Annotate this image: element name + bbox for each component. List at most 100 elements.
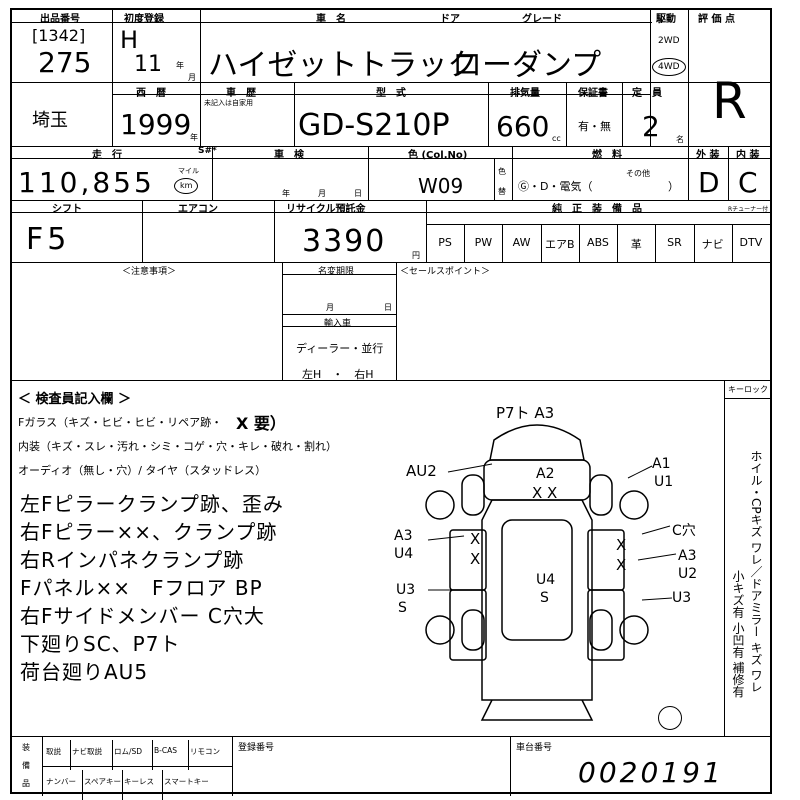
vertical-notes-1: ホイル・CPキズ ワレ／ドアミラー キズ ワレ xyxy=(749,450,763,694)
shift: F5 xyxy=(26,222,71,257)
warranty-label: 保証書 xyxy=(578,88,608,99)
footer-side-3: 品 xyxy=(22,779,30,788)
door-label: ドア xyxy=(440,14,460,25)
chassis-label: 車台番号 xyxy=(516,743,553,753)
audio-tire-line: オーディオ（無し・穴）/ タイヤ（スタッドレス） xyxy=(18,464,267,477)
inspection-label: 車 検 xyxy=(274,150,304,161)
footer-item: キーレス xyxy=(124,777,154,786)
inspection-year: 年 xyxy=(282,189,290,198)
leader-lines xyxy=(427,463,677,601)
glass-mark: X 要） xyxy=(236,414,286,433)
footer-item: ロム/SD xyxy=(114,747,143,756)
score-label: 評 価 点 xyxy=(698,14,735,25)
equipment-item: DTV xyxy=(739,236,763,249)
fuel-close: ） xyxy=(668,180,679,193)
remark-line: 右Fピラー××、クランプ跡 xyxy=(20,520,278,544)
drive-4wd: 4WD xyxy=(658,62,680,72)
remark-line: 右Fサイドメンバー C穴大 xyxy=(20,604,265,628)
mark-top-front: P7ト A3 xyxy=(496,404,555,422)
equipment-item: ABS xyxy=(587,236,609,249)
import-type: ディーラー・並行 xyxy=(296,342,384,355)
mark-left-x2: X xyxy=(470,550,481,568)
inspector-title: ＜ 検査員記入欄 ＞ xyxy=(18,392,132,407)
western-year-unit: 年 xyxy=(190,133,198,142)
name-change-day: 日 xyxy=(384,303,392,312)
equipment-item: AW xyxy=(512,236,531,249)
drive-label: 駆動 xyxy=(656,14,676,25)
mark-left-x1: X xyxy=(470,530,481,548)
diagram-corner-circle xyxy=(658,706,682,730)
history-label: 車 歴 xyxy=(226,88,256,99)
mark-roof-x: X X xyxy=(532,484,558,502)
mark-center-u: U4 xyxy=(536,572,556,588)
remark-line: 右Rインパネクランプ跡 xyxy=(20,548,245,572)
equipment-item: ナビ xyxy=(701,238,724,251)
interior-line: 内装（キズ・スレ・汚れ・シミ・コゲ・穴・キレ・破れ・割れ） xyxy=(18,440,337,453)
footer-item: 取説 xyxy=(46,747,61,756)
warranty-options: 有・無 xyxy=(578,120,611,133)
mark-left-mid-u: U4 xyxy=(394,546,414,562)
history-sub: 未記入は自家用 xyxy=(204,99,253,107)
model-code: GD-S210P xyxy=(298,108,450,143)
mark-right-front-u: U1 xyxy=(654,474,674,490)
inspection-sheet: 出品番号 初度登録 車 名 ドア グレード 駆動 評 価 点 [1342] 27… xyxy=(10,8,772,800)
region: 埼玉 xyxy=(32,110,68,131)
exterior-label: 外 装 xyxy=(696,150,720,161)
displacement-label: 排気量 xyxy=(510,88,540,99)
tuner-label: Rチューナー付 xyxy=(728,206,769,213)
first-reg-era: H xyxy=(120,26,139,54)
recycle-amount: 3390 xyxy=(302,224,387,259)
chassis-number: 0020191 xyxy=(578,756,724,789)
vehicle-diagram xyxy=(425,424,649,721)
capacity-unit: 名 xyxy=(676,135,684,144)
western-year: 1999 xyxy=(120,108,192,141)
km-circle xyxy=(174,178,198,194)
month-unit: 月 xyxy=(188,73,196,82)
model-label: 車 名 xyxy=(316,14,346,25)
ac-label: エアコン xyxy=(178,204,218,215)
color-side1: 色 xyxy=(498,167,506,176)
capacity: 2 xyxy=(642,110,660,143)
interior-label: 内 装 xyxy=(736,150,760,161)
fuel-options: Ⓖ・D・電気（ xyxy=(518,180,593,193)
remark-line: 荷台廻りAU5 xyxy=(20,660,149,684)
mileage-label: 走 行 xyxy=(92,150,122,161)
color-code: W09 xyxy=(418,174,464,198)
mile-unit-top: マイル xyxy=(178,167,199,175)
reg-number-label: 登録番号 xyxy=(238,743,275,753)
vertical-notes-2: 小キズ有 小凹有 補修有 xyxy=(731,570,745,698)
footer-side-1: 装 xyxy=(22,743,30,752)
grade-label: グレード xyxy=(522,14,562,25)
mark-right-c: C穴 xyxy=(672,523,696,539)
drive-2wd: 2WD xyxy=(658,36,680,46)
displacement-unit: cc xyxy=(552,134,561,143)
equipment-item: SR xyxy=(667,236,682,249)
footer-item: スマートキー xyxy=(164,777,209,786)
footer-item: ナビ取説 xyxy=(72,747,102,756)
mark-left-rear-s: S xyxy=(398,600,407,616)
capacity-label: 定 員 xyxy=(632,88,662,99)
exterior-grade: D xyxy=(698,166,720,199)
equipment-item: PS xyxy=(438,236,452,249)
fuel-other: その他 xyxy=(626,169,650,178)
glass-line: Fガラス（キズ・ヒビ・ヒビ・リペア跡・ xyxy=(18,416,223,429)
mark-right-u: U2 xyxy=(678,566,698,582)
import-label: 輸入車 xyxy=(324,319,352,329)
recycle-label: リサイクル預託金 xyxy=(286,204,366,215)
mark-right-rear: U3 xyxy=(672,590,692,606)
shift-label: シフト xyxy=(52,204,82,215)
drive-4wd-circle xyxy=(652,58,686,76)
mark-left-front: AU2 xyxy=(406,462,437,480)
interior-grade: C xyxy=(738,166,758,199)
notes-label: ＜注意事項＞ xyxy=(122,267,177,277)
equipment-item: PW xyxy=(474,236,493,249)
year-unit: 年 xyxy=(176,61,184,70)
color-label: 色 (Col.No) xyxy=(408,150,468,161)
smeter-label: S#* xyxy=(198,146,217,156)
first-reg-label: 初度登録 xyxy=(124,14,164,25)
mile-unit: km xyxy=(180,181,193,190)
mileage: 110,855 xyxy=(18,166,155,199)
mark-right-x2: X xyxy=(616,556,627,574)
recycle-unit: 円 xyxy=(412,251,420,260)
footer-item: スペアキー xyxy=(84,777,121,786)
